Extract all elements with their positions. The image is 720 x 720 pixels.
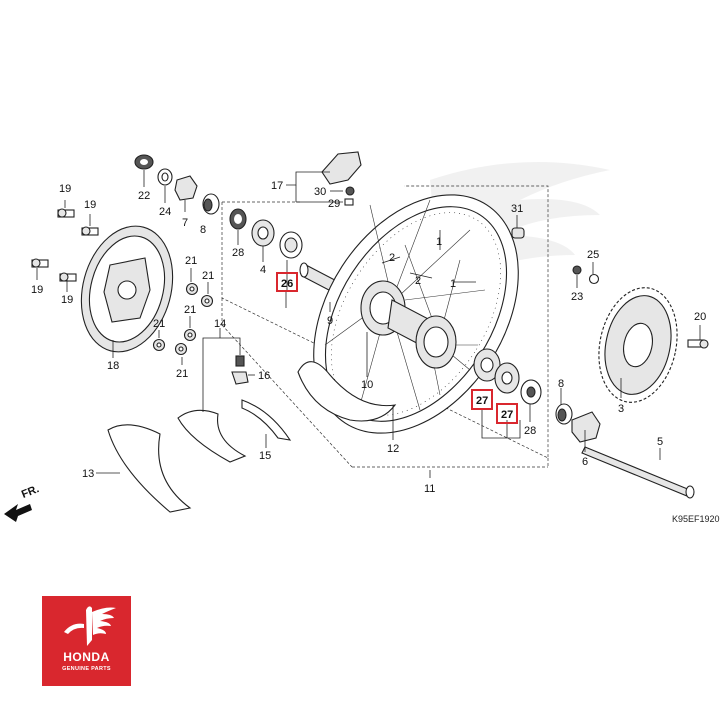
callout-8[interactable]: 8 xyxy=(200,224,206,236)
callout-2[interactable]: 2 xyxy=(415,275,421,287)
callout-12[interactable]: 12 xyxy=(387,443,399,455)
callout-9[interactable]: 9 xyxy=(327,315,333,327)
callout-labels: 1 2 2 1 3 4 5 6 7 8 8 9 10 11 12 13 14 1… xyxy=(31,180,706,495)
callout-27[interactable]: 27 xyxy=(501,409,513,421)
sprocket-hardware xyxy=(572,265,709,349)
callout-20[interactable]: 20 xyxy=(694,311,706,323)
logo-tagline: GENUINE PARTS xyxy=(62,666,111,672)
callout-25[interactable]: 25 xyxy=(587,249,599,261)
callout-15[interactable]: 15 xyxy=(259,450,271,462)
diagram-code: K95EF1920 xyxy=(672,514,720,524)
callout-19[interactable]: 19 xyxy=(84,199,96,211)
highlight-boxes xyxy=(276,272,518,424)
callout-8[interactable]: 8 xyxy=(558,378,564,390)
highlight-box-27b xyxy=(496,403,518,424)
honda-wing-icon xyxy=(64,606,116,646)
callout-29[interactable]: 29 xyxy=(328,198,340,210)
honda-genuine-parts-logo: HONDA GENUINE PARTS xyxy=(42,596,131,686)
valve-cap xyxy=(511,227,525,239)
left-axle-parts xyxy=(134,154,220,215)
right-bearings xyxy=(473,348,542,405)
callout-13[interactable]: 13 xyxy=(82,468,94,480)
callout-28[interactable]: 28 xyxy=(232,247,244,259)
callout-17[interactable]: 17 xyxy=(271,180,283,192)
chain-guard-parts xyxy=(107,355,292,513)
svg-text:FR.: FR. xyxy=(20,483,41,501)
callout-21[interactable]: 21 xyxy=(153,318,165,330)
callout-3[interactable]: 3 xyxy=(618,403,624,415)
callout-28[interactable]: 28 xyxy=(524,425,536,437)
top-bracket xyxy=(321,151,362,206)
left-bearings xyxy=(229,208,303,259)
callout-24[interactable]: 24 xyxy=(159,206,171,218)
callout-21[interactable]: 21 xyxy=(202,270,214,282)
callout-11[interactable]: 11 xyxy=(424,483,435,495)
callout-30[interactable]: 30 xyxy=(314,186,326,198)
callout-18[interactable]: 18 xyxy=(107,360,119,372)
callout-2[interactable]: 2 xyxy=(389,252,395,264)
callout-19[interactable]: 19 xyxy=(59,183,71,195)
disc-bolts xyxy=(31,208,99,282)
rear-axle xyxy=(555,403,695,499)
logo-brand-text: HONDA xyxy=(63,650,110,664)
leader-lines xyxy=(36,170,701,478)
callout-5[interactable]: 5 xyxy=(657,436,663,448)
callout-19[interactable]: 19 xyxy=(61,294,73,306)
assembly-outline xyxy=(221,185,549,468)
callout-21[interactable]: 21 xyxy=(185,255,197,267)
callout-31[interactable]: 31 xyxy=(511,203,523,215)
callout-4[interactable]: 4 xyxy=(260,264,266,276)
callout-21[interactable]: 21 xyxy=(184,304,196,316)
callout-1[interactable]: 1 xyxy=(436,236,442,248)
callout-1[interactable]: 1 xyxy=(450,278,456,290)
callout-7[interactable]: 7 xyxy=(182,217,188,229)
hub-nuts xyxy=(152,282,214,356)
callout-16[interactable]: 16 xyxy=(258,370,270,382)
highlight-box-27a xyxy=(471,389,493,410)
callout-6[interactable]: 6 xyxy=(582,456,588,468)
callout-27[interactable]: 27 xyxy=(476,395,488,407)
front-direction-arrow: FR. xyxy=(4,483,41,522)
callout-14[interactable]: 14 xyxy=(214,318,226,330)
callout-19[interactable]: 19 xyxy=(31,284,43,296)
rear-wheel xyxy=(313,194,519,434)
rim-band xyxy=(297,361,397,422)
callout-10[interactable]: 10 xyxy=(361,379,373,391)
highlight-box-26 xyxy=(276,272,298,292)
callout-22[interactable]: 22 xyxy=(138,190,150,202)
callout-26[interactable]: 26 xyxy=(281,278,293,290)
brake-disc xyxy=(80,225,174,353)
callout-23[interactable]: 23 xyxy=(571,291,583,303)
callout-21[interactable]: 21 xyxy=(176,368,188,380)
sprocket xyxy=(598,287,678,403)
